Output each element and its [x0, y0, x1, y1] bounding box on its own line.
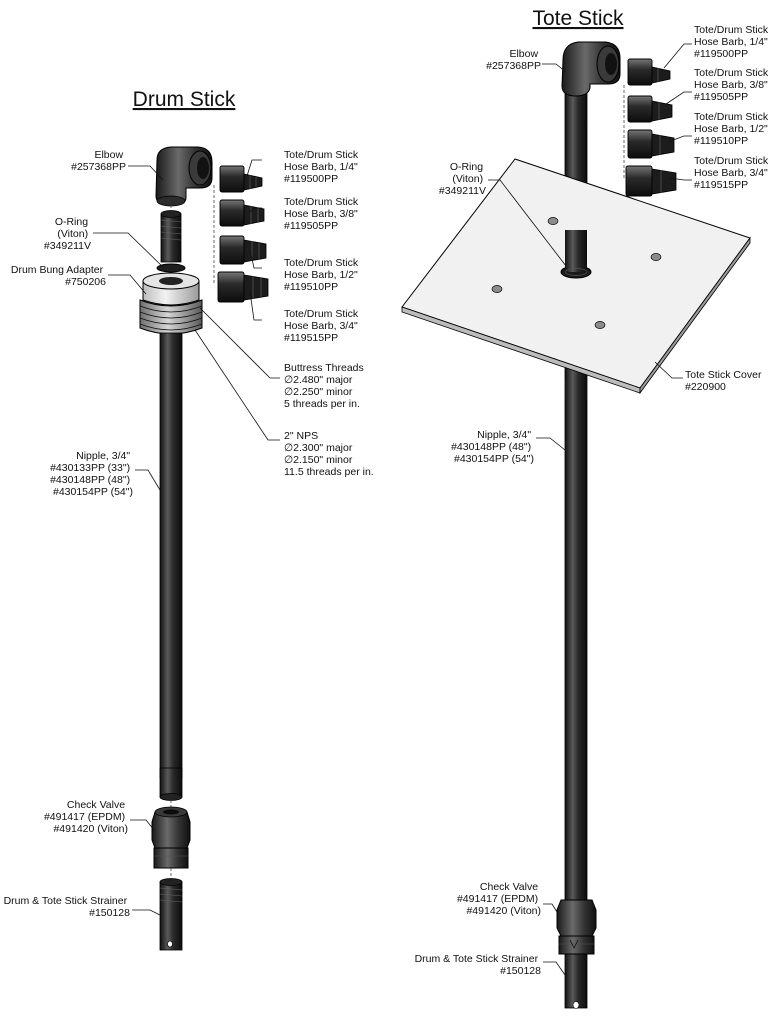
- tote-hose-barb-1-4: [627, 58, 671, 86]
- drum-hose-barb-3-4: [217, 271, 269, 303]
- drum-leader-lines: [93, 159, 280, 916]
- tote-barb-label-1-2: Tote/Drum Stick Hose Barb, 1/2" #119510P…: [694, 111, 771, 147]
- tote-barb-label-3-4: Tote/Drum Stick Hose Barb, 3/4" #119515P…: [694, 155, 771, 191]
- tote-barb-label-3-8: Tote/Drum Stick Hose Barb, 3/8" #119505P…: [694, 67, 771, 103]
- drum-hose-barb-1-4: [219, 165, 263, 193]
- tote-stick-cover: [401, 158, 751, 395]
- drum-o-ring-label: O-Ring (Viton) #349211V: [44, 216, 91, 252]
- drum-barb-label-3-4: Tote/Drum Stick Hose Barb, 3/4" #119515P…: [284, 308, 361, 344]
- tote-hose-barb-3-4: [625, 165, 677, 197]
- tote-stick-assembly: Tote Stick: [401, 7, 771, 1009]
- tote-stick-title: Tote Stick: [532, 7, 624, 30]
- tote-pipe-below-cover: [565, 380, 587, 400]
- tote-o-ring-label: O-Ring (Viton) #349211V: [439, 161, 486, 197]
- tote-hose-barbs: [623, 58, 677, 197]
- drum-check-valve-label: Check Valve #491417 (EPDM) #491420 (Vito…: [44, 799, 128, 835]
- drum-barb-label-1-4: Tote/Drum Stick Hose Barb, 1/4" #119500P…: [284, 149, 361, 185]
- drum-nipple-top-thread: [160, 210, 182, 263]
- drum-hose-barb-1-2: [219, 235, 267, 265]
- tote-strainer-label: Drum & Tote Stick Strainer #150128: [415, 953, 542, 977]
- drum-check-valve: [151, 806, 191, 869]
- tote-barb-label-1-4: Tote/Drum Stick Hose Barb, 1/4" #119500P…: [694, 24, 771, 60]
- tote-cover-label: Tote Stick Cover #220900: [685, 369, 764, 393]
- drum-stick-title: Drum Stick: [133, 88, 236, 111]
- tote-nipple-label: Nipple, 3/4" #430148PP (48") #430154PP (…: [451, 429, 534, 465]
- drum-strainer: [159, 878, 183, 951]
- drum-o-ring: [156, 263, 186, 273]
- tote-leader-lines: [488, 43, 692, 976]
- drum-nipple-label: Nipple, 3/4" #430133PP (33") #430148PP (…: [50, 450, 133, 498]
- tote-elbow: [561, 41, 621, 97]
- drum-barb-label-1-2: Tote/Drum Stick Hose Barb, 1/2" #119510P…: [284, 257, 361, 293]
- tote-check-valve-label: Check Valve #491417 (EPDM) #491420 (Vito…: [457, 881, 541, 917]
- drum-elbow: [155, 146, 213, 207]
- drum-labels: Elbow #257368PP O-Ring (Viton) #349211V …: [4, 149, 374, 919]
- tote-hose-barb-1-2: [627, 129, 675, 159]
- drum-bung-adapter-label: Drum Bung Adapter #750206: [11, 264, 106, 288]
- tote-labels: Elbow #257368PP O-Ring (Viton) #349211V …: [415, 24, 771, 977]
- drum-barb-label-3-8: Tote/Drum Stick Hose Barb, 3/8" #119505P…: [284, 196, 361, 232]
- drum-elbow-label: Elbow #257368PP: [71, 149, 126, 173]
- drum-strainer-label: Drum & Tote Stick Strainer #150128: [4, 895, 131, 919]
- drum-hose-barbs: [213, 165, 269, 303]
- drum-stick-assembly: Drum Stick: [4, 88, 374, 951]
- drum-hose-barb-3-8: [219, 199, 265, 227]
- drum-buttress-threads-label: Buttress Threads ∅2.480" major ∅2.250" m…: [284, 362, 367, 410]
- drum-nps-threads-label: 2" NPS ∅2.300" major ∅2.150" minor 11.5 …: [284, 430, 374, 478]
- tote-check-valve: [556, 899, 597, 955]
- drum-bung-adapter: [139, 272, 203, 335]
- drum-nipple-pipe: [159, 332, 183, 801]
- tote-elbow-label: Elbow #257368PP: [486, 48, 541, 72]
- tote-hose-barb-3-8: [627, 95, 673, 123]
